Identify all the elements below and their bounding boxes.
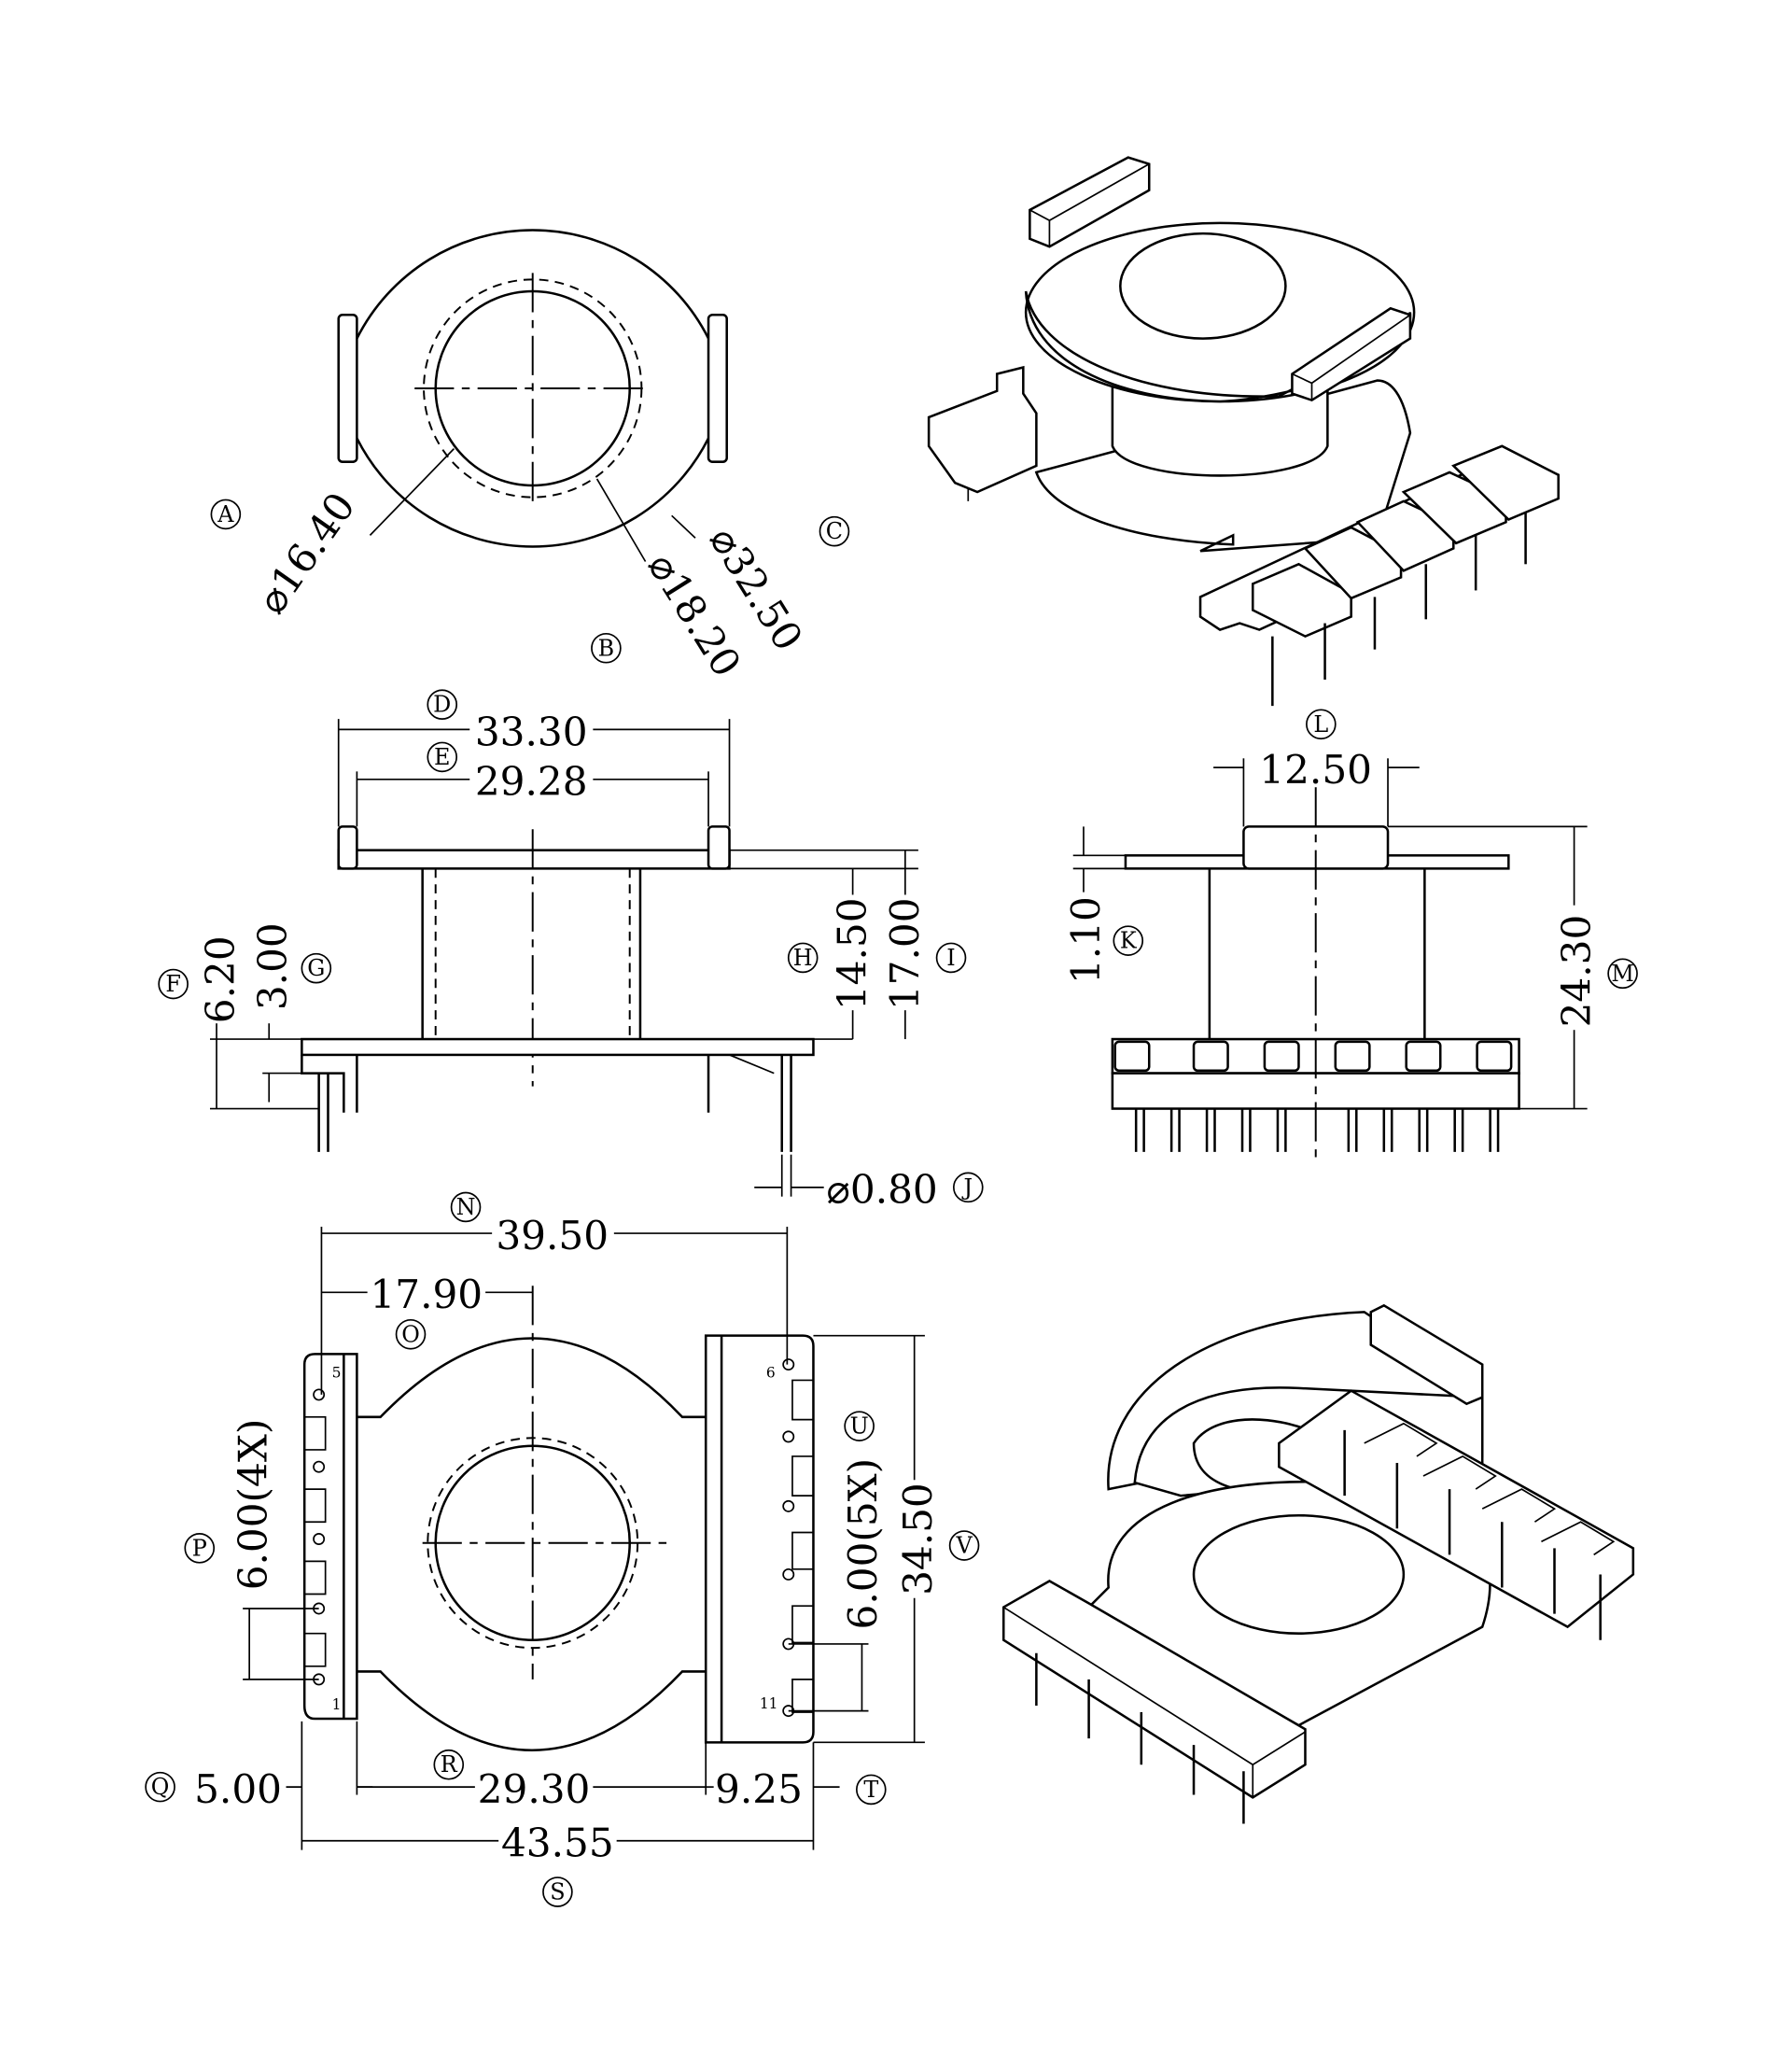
svg-text:T: T <box>863 1777 878 1803</box>
svg-text:N: N <box>456 1194 476 1220</box>
svg-text:33.30: 33.30 <box>475 709 588 754</box>
svg-text:⌀0.80: ⌀0.80 <box>827 1167 938 1213</box>
dim-K: 1.10 K <box>1063 826 1144 984</box>
svg-text:12.50: 12.50 <box>1259 747 1372 793</box>
pin-rail <box>1198 444 1560 638</box>
svg-text:C: C <box>826 518 843 544</box>
side-view <box>1111 787 1520 1165</box>
top-view <box>337 229 728 562</box>
pin-rail-front <box>1001 1580 1307 1824</box>
svg-text:G: G <box>307 955 325 981</box>
iso-view-top <box>927 156 1560 707</box>
svg-text:29.28: 29.28 <box>475 759 588 805</box>
dim-M: 24.30 M <box>1388 825 1638 1110</box>
dim-U: 6.00(5X) U <box>788 1411 886 1712</box>
left-pin-holes <box>313 1388 326 1686</box>
dim-F: 6.20 F <box>158 935 319 1110</box>
svg-text:9.25: 9.25 <box>715 1766 803 1812</box>
svg-text:H: H <box>793 945 813 971</box>
pin-number-11: 11 <box>760 1695 778 1712</box>
svg-text:39.50: 39.50 <box>496 1213 609 1258</box>
svg-text:B: B <box>598 635 615 661</box>
dim-P: 6.00(4X) P <box>184 1419 319 1680</box>
svg-text:Q: Q <box>151 1774 170 1800</box>
svg-text:K: K <box>1120 928 1138 954</box>
bottom-view: 5 1 6 11 <box>302 1286 815 1751</box>
svg-text:O: O <box>401 1321 420 1347</box>
pin-squares <box>1113 1040 1513 1073</box>
svg-text:1.10: 1.10 <box>1063 896 1109 984</box>
pin-number-1: 1 <box>332 1696 342 1713</box>
dim-D: 33.30 D <box>337 689 731 827</box>
svg-text:34.50: 34.50 <box>895 1483 941 1595</box>
pins-top-iso <box>1271 512 1527 707</box>
svg-text:L: L <box>1313 711 1328 738</box>
svg-text:14.50: 14.50 <box>830 897 875 1010</box>
dim-G: 3.00 G <box>250 922 332 1103</box>
dim-N: 39.50 N <box>320 1191 789 1395</box>
svg-text:5.00: 5.00 <box>194 1766 282 1812</box>
dim-I: 17.00 I <box>882 850 967 1040</box>
svg-text:6.20: 6.20 <box>197 935 243 1023</box>
svg-text:R: R <box>441 1751 458 1778</box>
svg-text:J: J <box>962 1174 973 1201</box>
dim-Q: 5.00 Q <box>145 1721 373 1850</box>
svg-text:F: F <box>165 971 181 997</box>
svg-text:24.30: 24.30 <box>1553 915 1599 1028</box>
dim-V: 34.50 V <box>813 1334 980 1744</box>
pin-number-5: 5 <box>332 1365 342 1382</box>
svg-text:E: E <box>434 744 450 770</box>
svg-text:V: V <box>955 1533 973 1559</box>
svg-text:S: S <box>550 1879 565 1905</box>
svg-text:17.00: 17.00 <box>882 897 928 1010</box>
svg-text:P: P <box>192 1535 207 1561</box>
svg-text:17.90: 17.90 <box>370 1272 483 1317</box>
front-view <box>301 825 918 1152</box>
svg-text:D: D <box>433 692 451 718</box>
svg-text:A: A <box>217 501 234 527</box>
svg-text:3.00: 3.00 <box>250 922 296 1010</box>
dim-S: 43.55 S <box>301 1820 814 1907</box>
pins-side <box>1134 1108 1500 1152</box>
svg-text:⌀16.40: ⌀16.40 <box>248 484 364 622</box>
dim-L: 12.50 L <box>1213 709 1420 827</box>
svg-text:29.30: 29.30 <box>478 1766 591 1812</box>
dim-T: 9.25 T <box>706 1742 887 1850</box>
svg-text:6.00(4X): 6.00(4X) <box>230 1419 275 1591</box>
dim-O: 17.90 O <box>321 1272 533 1350</box>
svg-text:6.00(5X): 6.00(5X) <box>840 1458 886 1630</box>
dim-J: ⌀0.80 J <box>754 1154 984 1213</box>
svg-text:43.55: 43.55 <box>501 1820 614 1866</box>
pin-rail-back <box>1278 1389 1635 1640</box>
dim-R: 29.30 R <box>357 1742 707 1812</box>
dim-H: 14.50 H <box>787 868 875 1040</box>
svg-text:U: U <box>850 1413 869 1440</box>
svg-text:I: I <box>946 945 955 971</box>
svg-text:M: M <box>1611 961 1633 987</box>
pin-number-6: 6 <box>766 1365 776 1382</box>
dim-A: A ⌀16.40 <box>210 484 364 622</box>
iso-view-bottom <box>1001 1303 1635 1824</box>
dim-E: 29.28 E <box>356 741 709 827</box>
